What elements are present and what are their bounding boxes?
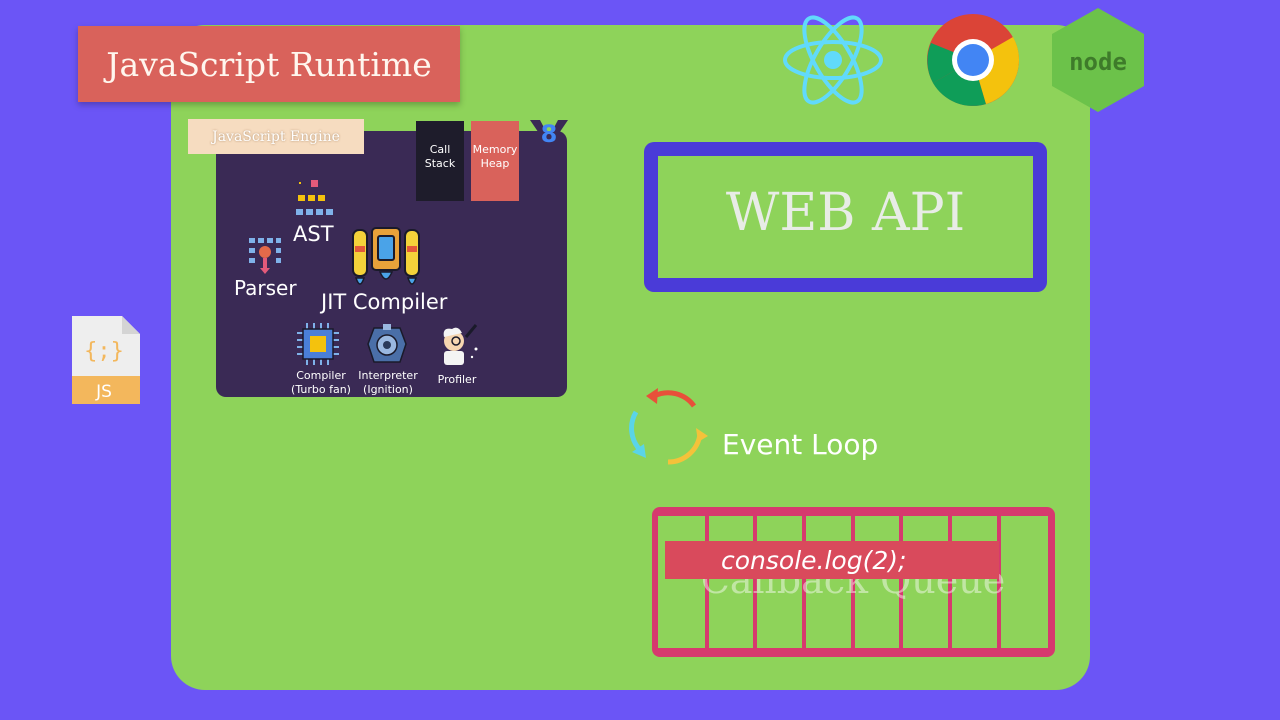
callback-queue-grid [658,516,1048,648]
ast-icon [296,180,333,215]
event-loop-label: Event Loop [722,428,879,461]
call-stack-line2: Stack [424,157,456,170]
compiler-line2: (Turbo fan) [291,383,351,396]
compiler-line1: Compiler [296,369,346,382]
web-api-label: WEB API [725,183,966,243]
jit-compiler-icon [352,227,420,285]
event-loop-icon [629,388,708,465]
ast-label: AST [293,222,334,246]
v8-icon: 8 [530,120,568,148]
react-icon [783,15,883,105]
callback-queue-item: console.log(2); [665,541,999,579]
runtime-title: JavaScript Runtime [78,26,460,102]
memory-heap-line2: Heap [480,157,510,170]
jit-compiler-label: JIT Compiler [321,290,448,314]
parser-icon [249,238,281,274]
compiler-chip-icon [297,323,339,365]
web-api-inner [658,156,1033,278]
parser-label: Parser [234,276,297,300]
call-stack-line1: Call [429,143,451,156]
svg-text:{;}: {;} [84,339,124,364]
chrome-icon [927,14,1020,106]
svg-text:8: 8 [541,120,558,148]
node-icon: node [1052,8,1144,112]
engine-label: JavaScript Engine [188,119,364,154]
profiler-scientist-icon [443,324,478,365]
svg-text:node: node [1069,48,1127,76]
interpreter-engine-icon [367,324,407,363]
interpreter-line2: (Ignition) [363,383,413,396]
profiler-label: Profiler [437,373,477,386]
memory-heap-line1: Memory [472,143,518,156]
interpreter-line1: Interpreter [358,369,418,382]
js-file-icon: {;} JS [72,316,140,404]
interpreter-label: Interpreter(Ignition) [356,369,420,397]
svg-text:JS: JS [95,382,112,402]
compiler-label: Compiler(Turbo fan) [286,369,356,397]
